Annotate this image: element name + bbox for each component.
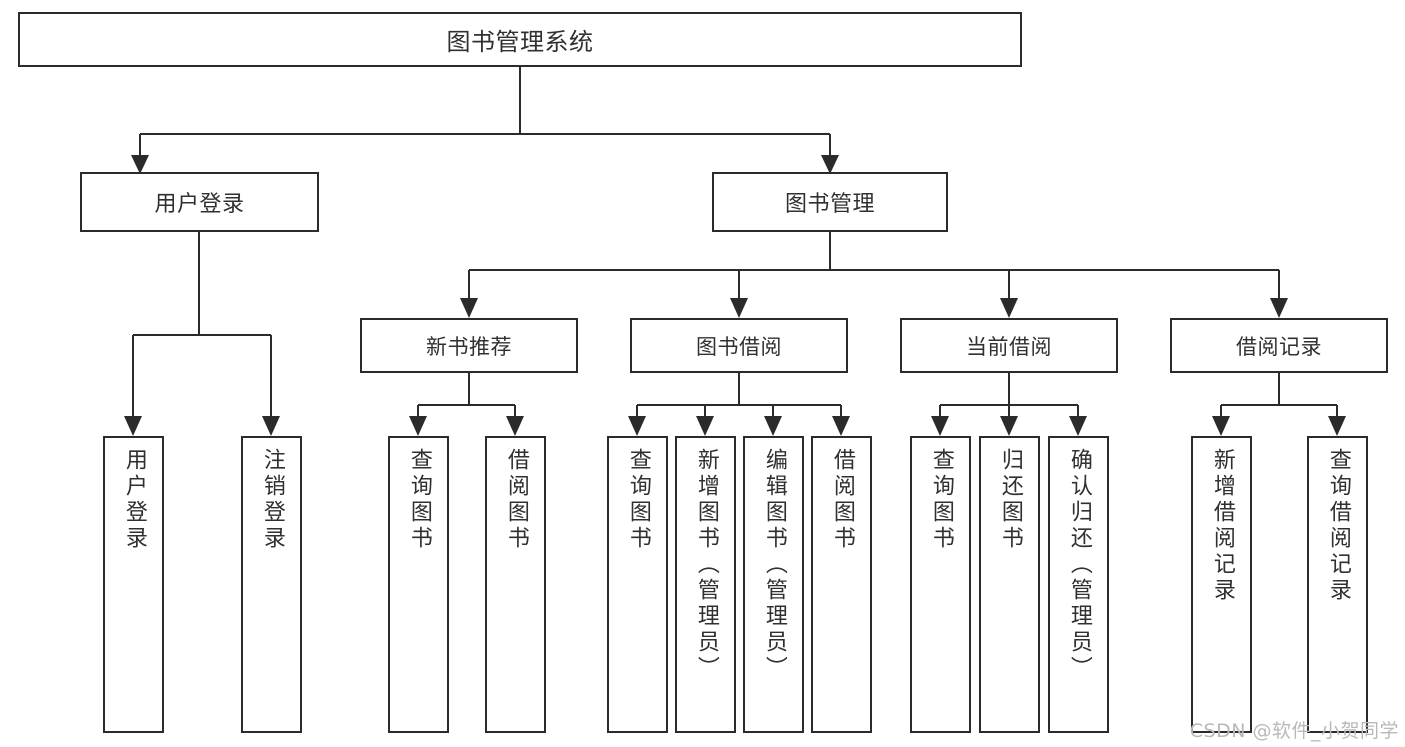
node-current-borrow[interactable]: 当前借阅 <box>900 318 1118 373</box>
node-label: 用户登录 <box>121 448 147 552</box>
leaf-user-login-login[interactable]: 用户登录 <box>103 436 164 733</box>
arrow-borrow-to-leaf-1 <box>628 416 646 436</box>
node-label: 图书管理系统 <box>446 28 594 56</box>
leaf-user-login-logout[interactable]: 注销登录 <box>241 436 302 733</box>
node-label: 确认归还（管理员） <box>1066 448 1092 682</box>
node-new-book-recommend[interactable]: 新书推荐 <box>360 318 578 373</box>
arrow-root-to-user-login <box>131 155 149 174</box>
node-borrow-record[interactable]: 借阅记录 <box>1170 318 1388 373</box>
node-label: 图书管理 <box>784 192 875 217</box>
arrow-bookmanage-to-l2-4 <box>1270 298 1288 318</box>
node-label: 新书推荐 <box>426 334 512 359</box>
node-label: 当前借阅 <box>966 334 1052 359</box>
node-label: 用户登录 <box>154 192 245 217</box>
node-label: 借阅记录 <box>1236 334 1322 359</box>
leaf-record-query-borrow-record[interactable]: 查询借阅记录 <box>1307 436 1368 733</box>
node-label: 查询图书 <box>625 448 651 552</box>
arrow-record-to-leaf-2 <box>1328 416 1346 436</box>
arrow-userlogin-to-leaf-1 <box>124 416 142 436</box>
arrow-current-to-leaf-1 <box>931 416 949 436</box>
node-label: 新增图书（管理员） <box>693 448 719 682</box>
node-label: 借阅图书 <box>503 448 529 552</box>
node-label: 注销登录 <box>259 448 285 552</box>
node-label: 借阅图书 <box>829 448 855 552</box>
arrow-newbook-to-leaf-1 <box>409 416 427 436</box>
leaf-borrow-query-books[interactable]: 查询图书 <box>607 436 668 733</box>
leaf-borrow-add-book-admin[interactable]: 新增图书（管理员） <box>675 436 736 733</box>
arrow-borrow-to-leaf-2 <box>696 416 714 436</box>
node-label: 图书借阅 <box>696 334 782 359</box>
node-root-book-management-system[interactable]: 图书管理系统 <box>18 12 1022 67</box>
leaf-record-add-borrow-record[interactable]: 新增借阅记录 <box>1191 436 1252 733</box>
leaf-new-book-query-books[interactable]: 查询图书 <box>388 436 449 733</box>
node-book-borrow[interactable]: 图书借阅 <box>630 318 848 373</box>
leaf-new-book-borrow-books[interactable]: 借阅图书 <box>485 436 546 733</box>
arrow-borrow-to-leaf-3 <box>764 416 782 436</box>
arrow-newbook-to-leaf-2 <box>506 416 524 436</box>
arrow-root-to-book-manage <box>821 155 839 174</box>
arrow-bookmanage-to-l2-3 <box>1000 298 1018 318</box>
leaf-current-confirm-return-admin[interactable]: 确认归还（管理员） <box>1048 436 1109 733</box>
arrow-borrow-to-leaf-4 <box>832 416 850 436</box>
arrow-bookmanage-to-l2-2 <box>730 298 748 318</box>
leaf-current-query-books[interactable]: 查询图书 <box>910 436 971 733</box>
node-user-login[interactable]: 用户登录 <box>80 172 319 232</box>
leaf-current-return-books[interactable]: 归还图书 <box>979 436 1040 733</box>
arrow-bookmanage-to-l2-1 <box>460 298 478 318</box>
node-label: 查询图书 <box>406 448 432 552</box>
leaf-borrow-borrow-books[interactable]: 借阅图书 <box>811 436 872 733</box>
node-book-management[interactable]: 图书管理 <box>712 172 948 232</box>
arrow-current-to-leaf-2 <box>1000 416 1018 436</box>
arrow-userlogin-to-leaf-2 <box>262 416 280 436</box>
leaf-borrow-edit-book-admin[interactable]: 编辑图书（管理员） <box>743 436 804 733</box>
node-label: 编辑图书（管理员） <box>761 448 787 682</box>
node-label: 新增借阅记录 <box>1209 448 1235 604</box>
arrow-record-to-leaf-1 <box>1212 416 1230 436</box>
arrow-current-to-leaf-3 <box>1069 416 1087 436</box>
node-label: 查询图书 <box>928 448 954 552</box>
node-label: 查询借阅记录 <box>1325 448 1351 604</box>
node-label: 归还图书 <box>997 448 1023 552</box>
